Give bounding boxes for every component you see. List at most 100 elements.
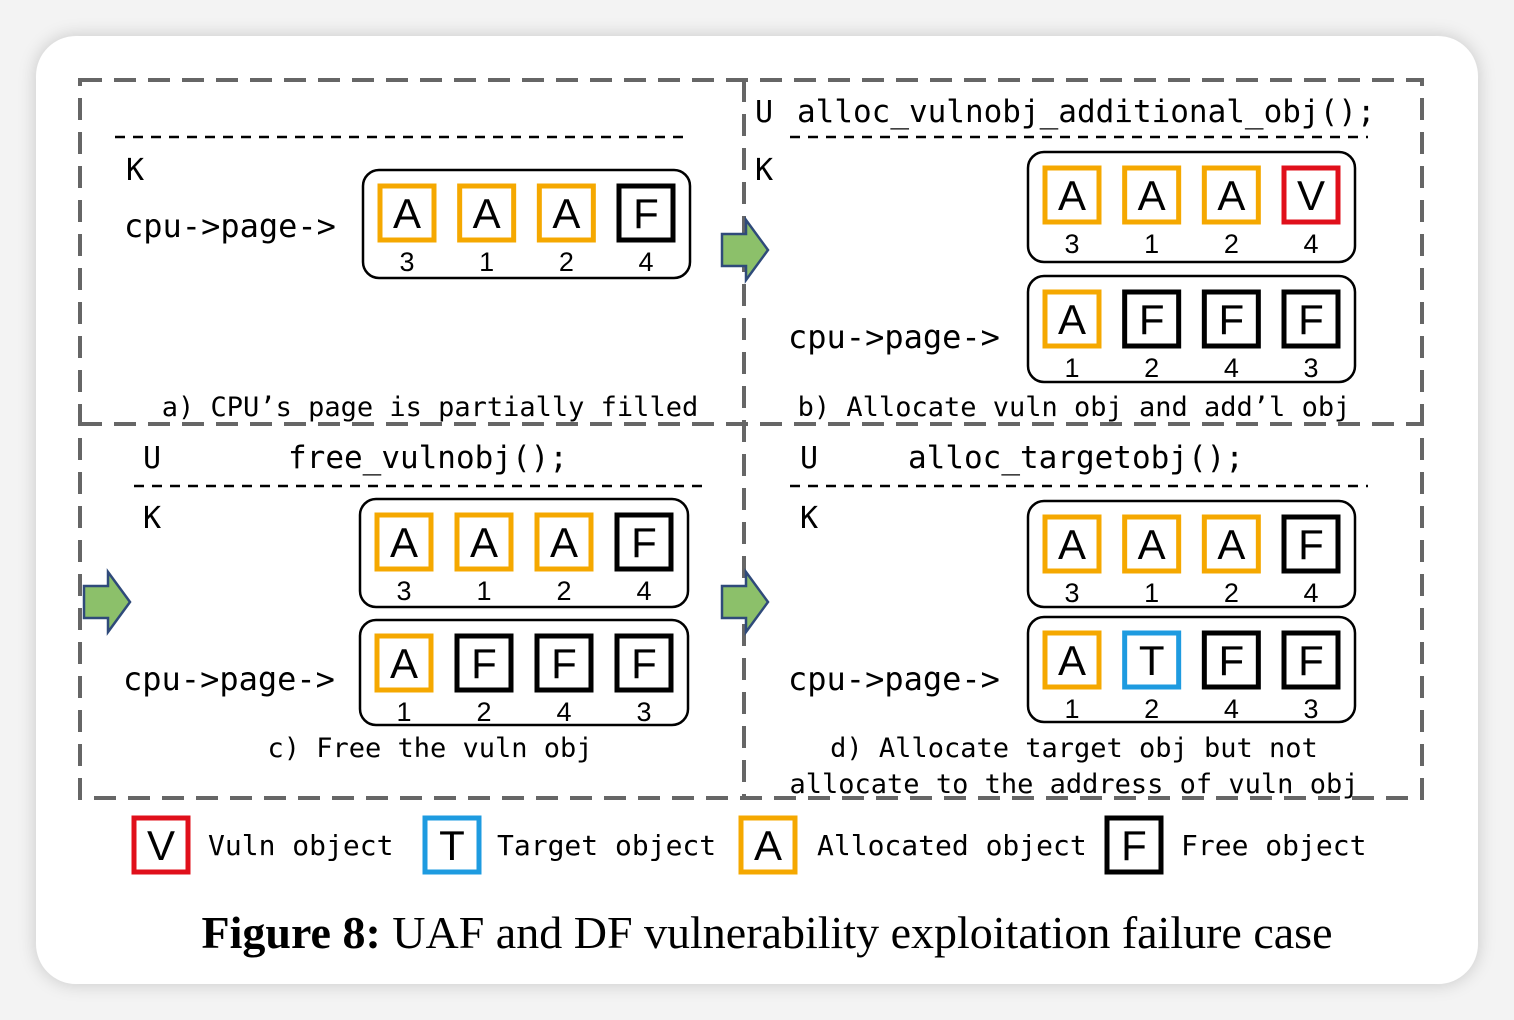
object-2-box	[1122, 165, 1182, 225]
object-1-index: 3	[1064, 229, 1079, 259]
legend-allocated-box	[738, 815, 798, 875]
object-2-box	[1122, 630, 1182, 690]
object-1-index: 3	[1064, 578, 1079, 608]
user-call: alloc_targetobj();	[908, 440, 1244, 476]
object-4-box	[1281, 165, 1341, 225]
kernel-space-label: K	[755, 153, 773, 188]
object-3-box	[534, 512, 594, 572]
panel-caption: d) Allocate target obj but not	[830, 733, 1318, 764]
arrow-c-to-d	[720, 568, 770, 636]
panel-caption: c) Free the vuln obj	[267, 733, 592, 764]
slab-page-border	[358, 618, 690, 727]
object-2-box	[454, 512, 514, 572]
object-3-index: 2	[1224, 229, 1239, 259]
object-1-letter: A	[1058, 172, 1086, 219]
object-1-letter: A	[1058, 296, 1086, 343]
object-4-letter: F	[631, 640, 657, 687]
object-1-box	[1042, 289, 1102, 349]
object-4-letter: F	[1298, 521, 1324, 568]
cpu-page-pointer-label: cpu->page->	[124, 207, 336, 245]
legend-vuln-box	[131, 815, 191, 875]
legend-allocated-letter: A	[754, 822, 782, 869]
object-3-box	[1201, 514, 1261, 574]
object-2-box	[1122, 514, 1182, 574]
object-4-box	[616, 183, 676, 243]
user-space-label: U	[755, 95, 773, 130]
arrow-a-to-b	[720, 216, 770, 284]
object-4-index: 4	[638, 247, 653, 277]
object-4-letter: V	[1297, 172, 1325, 219]
arrow-b-to-c	[82, 568, 132, 636]
object-3-letter: A	[550, 519, 578, 566]
object-1-letter: A	[1058, 637, 1086, 684]
object-1-index: 3	[396, 576, 411, 606]
object-4-box	[1281, 630, 1341, 690]
object-2-letter: A	[1138, 521, 1166, 568]
object-3-index: 4	[1224, 694, 1239, 724]
object-4-index: 4	[1303, 578, 1318, 608]
object-2-box	[457, 183, 517, 243]
slab-page-border	[1026, 150, 1357, 264]
object-3-index: 2	[556, 576, 571, 606]
user-space-label: U	[143, 441, 161, 476]
object-3-index: 4	[556, 697, 571, 727]
kernel-space-label: K	[800, 501, 818, 536]
figure-caption-text: UAF and DF vulnerability exploitation fa…	[381, 907, 1333, 958]
user-space-label: U	[800, 441, 818, 476]
legend-vuln-letter: V	[147, 822, 175, 869]
object-1-box	[1042, 514, 1102, 574]
figure-caption: Figure 8: UAF and DF vulnerability explo…	[201, 907, 1332, 958]
object-3-box	[534, 633, 594, 693]
legend-free-letter: F	[1121, 822, 1147, 869]
panel-frame	[78, 78, 1424, 800]
legend-label: Allocated object	[817, 829, 1087, 862]
object-1-box	[374, 512, 434, 572]
object-3-index: 2	[1224, 578, 1239, 608]
figure-number: Figure 8:	[201, 907, 380, 958]
object-2-index: 1	[1144, 578, 1159, 608]
object-3-index: 4	[1224, 353, 1239, 383]
user-call: free_vulnobj();	[288, 440, 568, 476]
object-3-letter: A	[552, 190, 580, 237]
object-4-box	[614, 512, 674, 572]
object-4-box	[1281, 289, 1341, 349]
object-4-letter: F	[633, 190, 659, 237]
object-3-box	[536, 183, 596, 243]
legend-target-box	[422, 815, 482, 875]
panel-caption: b) Allocate vuln obj and add’l obj	[798, 392, 1351, 423]
object-1-index: 1	[396, 697, 411, 727]
object-2-index: 2	[1144, 694, 1159, 724]
object-1-index: 1	[1064, 694, 1079, 724]
slab-page-border	[358, 497, 690, 609]
object-1-letter: A	[393, 190, 421, 237]
object-4-letter: F	[1298, 296, 1324, 343]
object-3-letter: F	[551, 640, 577, 687]
object-1-index: 1	[1064, 353, 1079, 383]
slab-page-border	[1026, 615, 1357, 724]
object-3-letter: A	[1217, 521, 1245, 568]
object-2-box	[454, 633, 514, 693]
cpu-page-pointer-label: cpu->page->	[123, 660, 335, 698]
object-4-box	[614, 633, 674, 693]
object-4-letter: F	[1298, 637, 1324, 684]
object-2-index: 2	[476, 697, 491, 727]
object-4-index: 3	[1303, 694, 1318, 724]
slab-page-border	[1026, 274, 1357, 384]
object-3-letter: F	[1219, 637, 1245, 684]
object-2-letter: A	[473, 190, 501, 237]
transition-arrows	[82, 216, 770, 636]
slab-page-border	[1026, 499, 1357, 609]
